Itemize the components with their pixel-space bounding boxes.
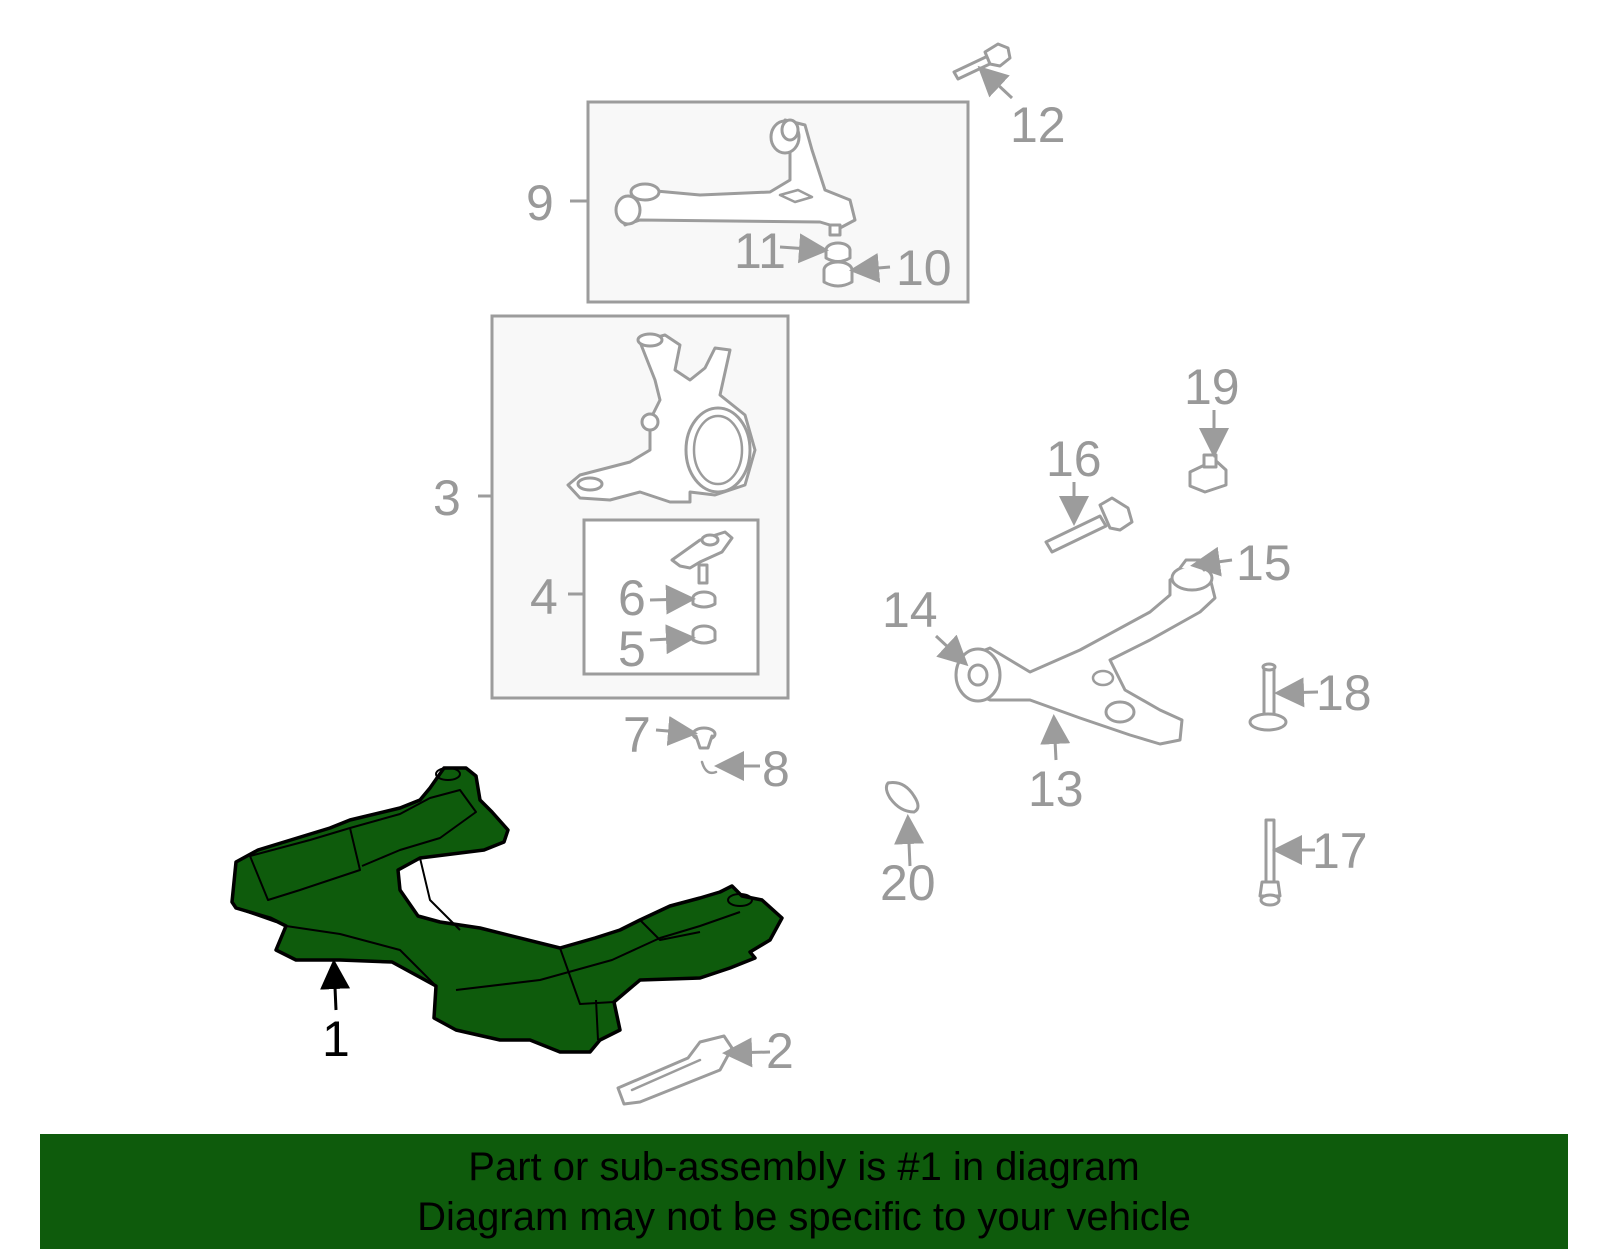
leader-5 [649,624,696,655]
callout-19: 19 [1184,359,1240,415]
clip-8-drawing [700,760,718,775]
callout-13: 13 [1028,761,1084,817]
callout-5: 5 [618,621,646,677]
bolt-12-drawing [952,42,1012,81]
callout-4: 4 [530,569,558,625]
callout-17: 17 [1312,823,1368,879]
callout-2: 2 [766,1023,794,1079]
callout-8: 8 [762,741,790,797]
callout-20: 20 [880,855,936,911]
callout-10: 10 [896,240,952,296]
info-banner: Part or sub-assembly is #1 in diagram Di… [40,1134,1568,1249]
upper-control-arm-drawing [614,118,857,237]
leader-14 [934,634,969,667]
callout-15: 15 [1236,535,1292,591]
banner-line-part-number: Part or sub-assembly is #1 in diagram [468,1145,1140,1189]
callout-18: 18 [1316,665,1372,721]
bolt-17-drawing [1258,818,1282,907]
callout-9: 9 [526,175,554,231]
callout-1: 1 [322,1011,350,1067]
callout-16: 16 [1046,431,1102,487]
leader-7 [655,716,698,746]
plug-20-drawing [884,781,920,814]
front-subframe-drawing [230,766,784,1054]
bolt-16-drawing [1044,496,1134,554]
leader-12 [977,65,1014,100]
steering-knuckle-drawing [566,332,757,504]
leader-20 [894,814,925,867]
callout-7: 7 [623,707,651,763]
lower-control-arm-drawing [954,558,1217,746]
callout-6: 6 [618,570,646,626]
ball-joint-drawing [670,530,734,645]
bolt-18-drawing [1248,662,1288,732]
bracket-2-drawing [616,1034,734,1106]
leader-2 [722,1037,771,1068]
callout-14: 14 [882,582,938,638]
bolt-7-drawing [691,726,717,750]
leader-13 [1040,714,1071,761]
leader-6 [649,584,696,615]
leader-15 [1190,546,1233,577]
callout-12: 12 [1010,97,1066,153]
leader-1 [320,959,351,1011]
leader-18 [1274,677,1319,708]
nut-19-drawing [1188,453,1228,494]
upper-arm-bushings-drawing [822,241,854,288]
ball-joint-group-box [582,518,760,676]
leader-11 [779,233,829,264]
banner-line-disclaimer: Diagram may not be specific to your vehi… [417,1195,1191,1239]
leader-10 [849,253,891,283]
callout-11: 11 [734,223,786,279]
callout-3: 3 [433,470,461,526]
